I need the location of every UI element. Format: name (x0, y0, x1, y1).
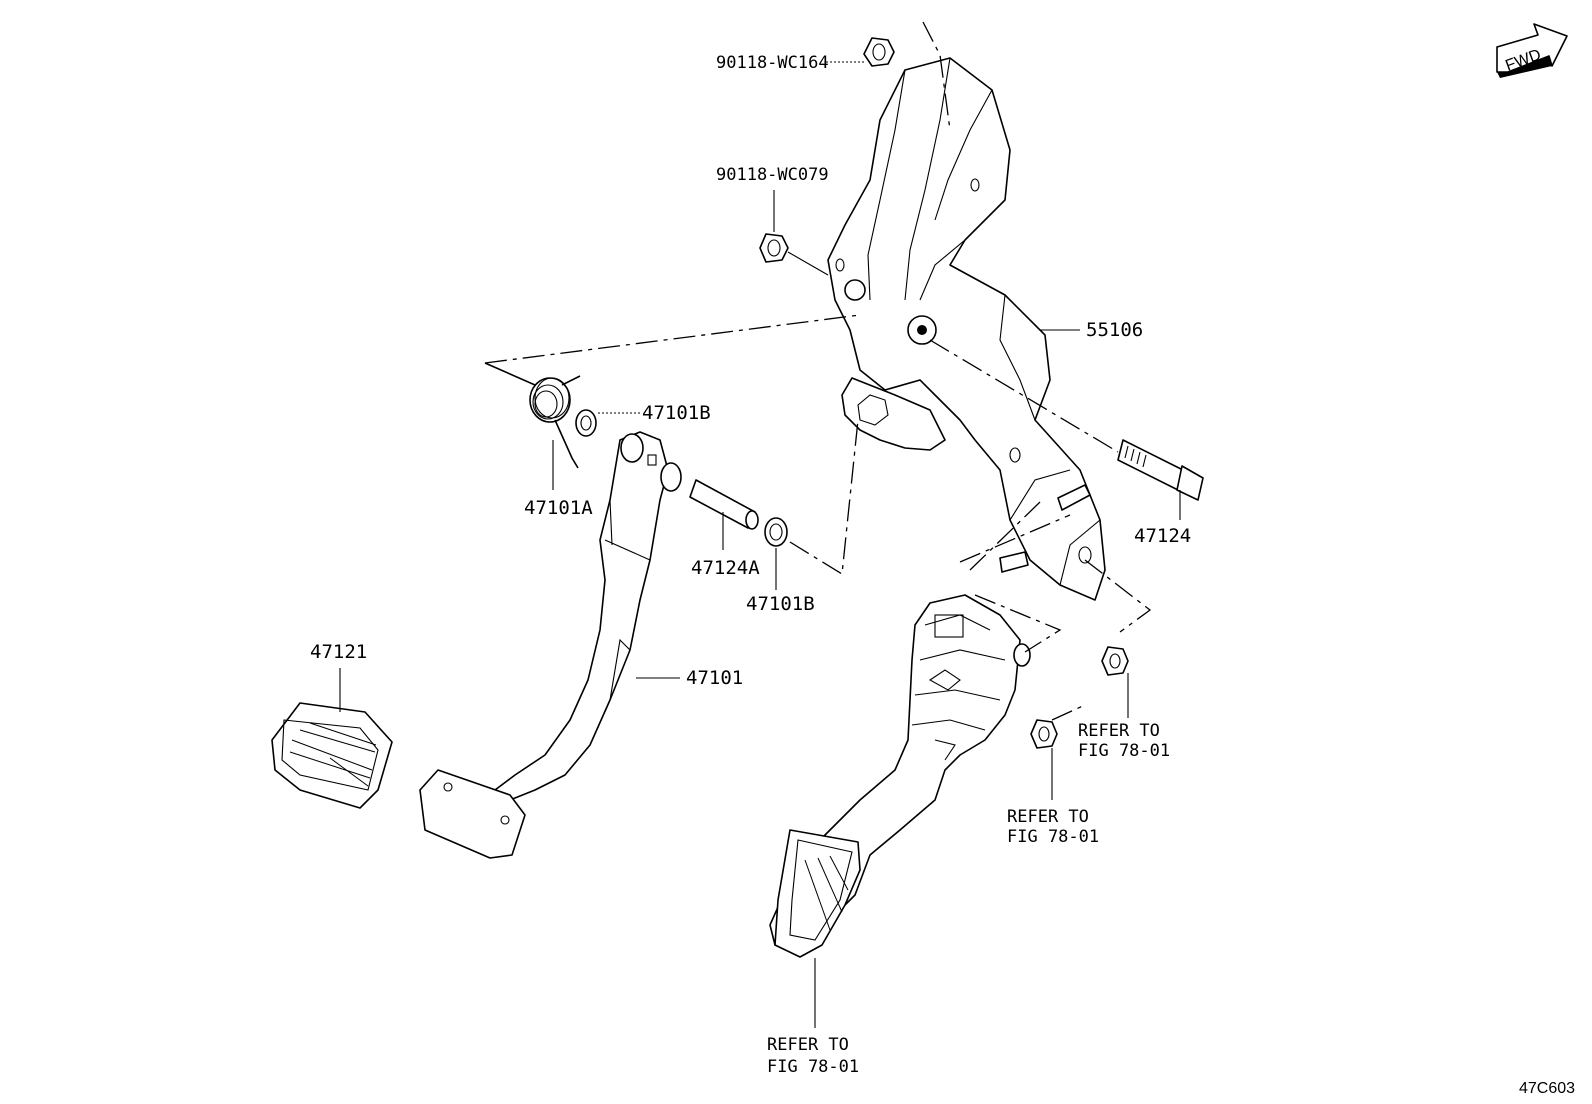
refer-note-line2: FIG 78-01 (767, 1057, 859, 1077)
bushing-47101b-top (575, 409, 597, 437)
return-spring-47101a (529, 375, 581, 469)
refer-note-line1: REFER TO (1007, 807, 1089, 827)
label-55106: 55106 (1086, 319, 1143, 341)
bolt-47124 (1117, 439, 1204, 501)
refer-note-line1: REFER TO (1078, 721, 1160, 741)
pedal-bracket-55106 (827, 57, 1152, 633)
refer-note-bottom: REFER TO FIG 78-01 (767, 1035, 859, 1077)
refer-note-line2: FIG 78-01 (1078, 741, 1170, 761)
label-90118-wc079: 90118-WC079 (716, 165, 829, 185)
nut-accelerator-right (1101, 646, 1129, 676)
brake-pedal-arm-47101 (419, 431, 682, 859)
accelerator-pedal-assembly (769, 594, 1031, 958)
bushing-47101b-bottom (764, 517, 788, 547)
brake-pedal-pad-47121 (271, 702, 393, 809)
collar-47124a (689, 479, 759, 530)
label-47101b-bottom: 47101B (746, 593, 815, 615)
label-47101a: 47101A (524, 497, 593, 519)
label-47124a: 47124A (691, 557, 760, 579)
refer-note-line1: REFER TO (767, 1035, 849, 1055)
diagram-code: 47C603 (1519, 1080, 1575, 1097)
refer-note-right: REFER TO FIG 78-01 (1078, 721, 1170, 761)
fwd-arrow-icon: FWD (1496, 23, 1568, 78)
nut-90118-wc164 (863, 37, 895, 67)
label-47101: 47101 (686, 667, 743, 689)
label-47121: 47121 (310, 641, 367, 663)
refer-note-middle: REFER TO FIG 78-01 (1007, 807, 1099, 847)
label-90118-wc164: 90118-WC164 (716, 53, 829, 73)
nut-90118-wc079 (759, 233, 789, 263)
label-47101b-top: 47101B (642, 402, 711, 424)
refer-note-line2: FIG 78-01 (1007, 827, 1099, 847)
nut-accelerator-left (1030, 719, 1058, 749)
label-47124: 47124 (1134, 525, 1191, 547)
